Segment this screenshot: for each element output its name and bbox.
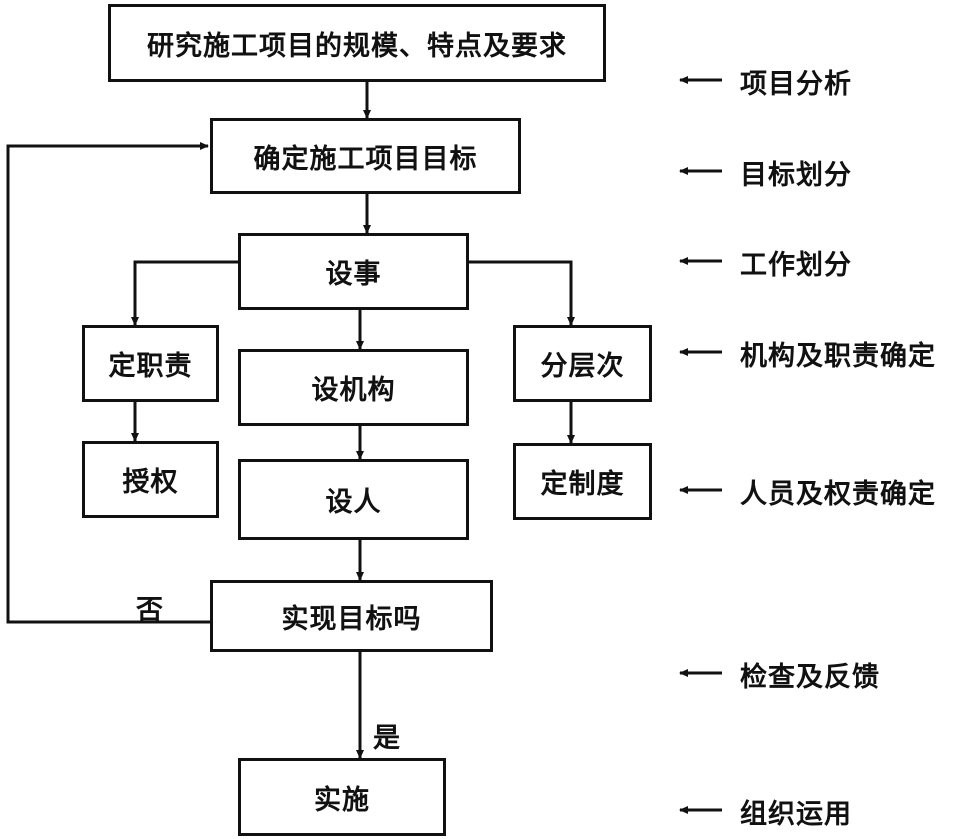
stage-label-4: 机构及职责确定 — [740, 341, 936, 372]
box-tasks: 设事 — [238, 233, 469, 310]
box-staff: 设人 — [238, 459, 469, 540]
stage-label-7: 组织运用 — [740, 799, 852, 830]
stage-label-5: 人员及权责确定 — [740, 479, 936, 510]
label-yes: 是 — [373, 723, 400, 754]
box-study: 研究施工项目的规模、特点及要求 — [108, 4, 606, 82]
stage-label-1: 项目分析 — [740, 69, 852, 100]
stage-label-6: 检查及反馈 — [740, 662, 880, 693]
box-duties: 定职责 — [82, 325, 219, 402]
box-rules: 定制度 — [513, 443, 652, 520]
box-check: 实现目标吗 — [210, 580, 493, 652]
box-org: 设机构 — [238, 349, 469, 426]
edge-tasks-duties — [131, 260, 238, 326]
edge-tasks-levels — [469, 260, 575, 326]
box-auth: 授权 — [82, 441, 219, 518]
stage-label-2: 目标划分 — [740, 160, 852, 191]
stage-label-3: 工作划分 — [740, 250, 852, 281]
label-no: 否 — [136, 595, 163, 626]
box-levels: 分层次 — [513, 325, 652, 402]
edge-feedback-no — [6, 142, 212, 624]
box-goal: 确定施工项目目标 — [210, 118, 521, 194]
box-impl: 实施 — [238, 758, 446, 836]
